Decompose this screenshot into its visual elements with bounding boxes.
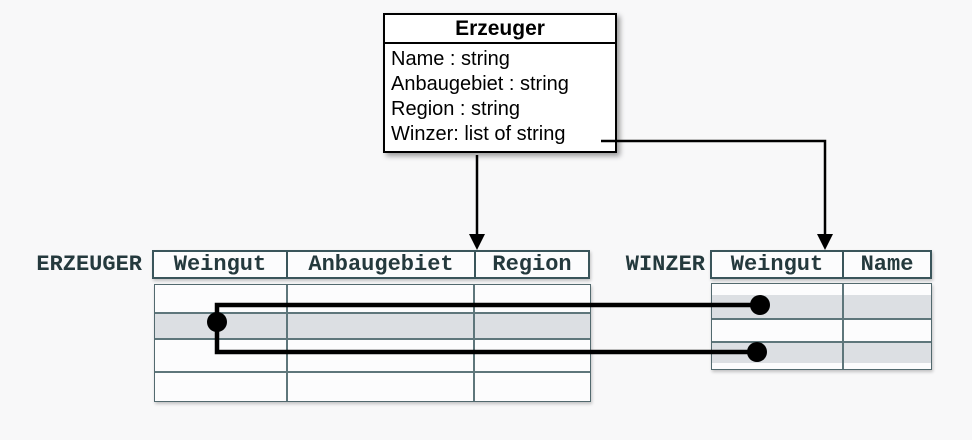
arrowhead-icon [469,234,485,250]
grid-line [155,371,590,373]
grid-line [155,312,590,314]
erzeuger-table-header: Weingut Anbaugebiet Region [152,250,590,279]
highlighted-row-band [712,295,931,318]
grid-line [155,338,590,340]
arrow-class-to-erzeuger [469,155,485,250]
column-header-weingut: Weingut [730,252,824,277]
grid-line [286,285,288,401]
class-attribute-region: Region : string [391,98,520,120]
grid-line [473,285,475,401]
winzer-table-label: WINZER [625,252,705,277]
class-box-erzeuger: Erzeuger Name : string Anbaugebiet : str… [383,13,617,153]
highlighted-row-band [155,312,590,338]
grid-line [712,318,931,320]
arrow-winzer-attr-to-winzer [601,139,833,250]
column-header-name: Name [842,252,930,277]
erzeuger-table-body [154,284,591,402]
class-attribute-list: Name : string Anbaugebiet : string Regio… [385,44,615,147]
column-header-region: Region [474,252,588,277]
class-attribute-name: Name : string [391,48,510,70]
winzer-table-header: Weingut Name [710,250,932,279]
highlighted-row-band [712,341,931,363]
class-title: Erzeuger [385,15,615,44]
grid-line [712,341,931,343]
erzeuger-table-label: ERZEUGER [36,252,142,277]
class-attribute-anbaugebiet: Anbaugebiet : string [391,73,569,95]
class-attribute-winzer: Winzer: list of string [391,123,566,145]
grid-line [842,284,844,369]
arrowhead-icon [817,234,833,250]
winzer-table-body [711,283,932,370]
column-header-weingut: Weingut [173,252,267,277]
column-header-anbaugebiet: Anbaugebiet [286,252,474,277]
